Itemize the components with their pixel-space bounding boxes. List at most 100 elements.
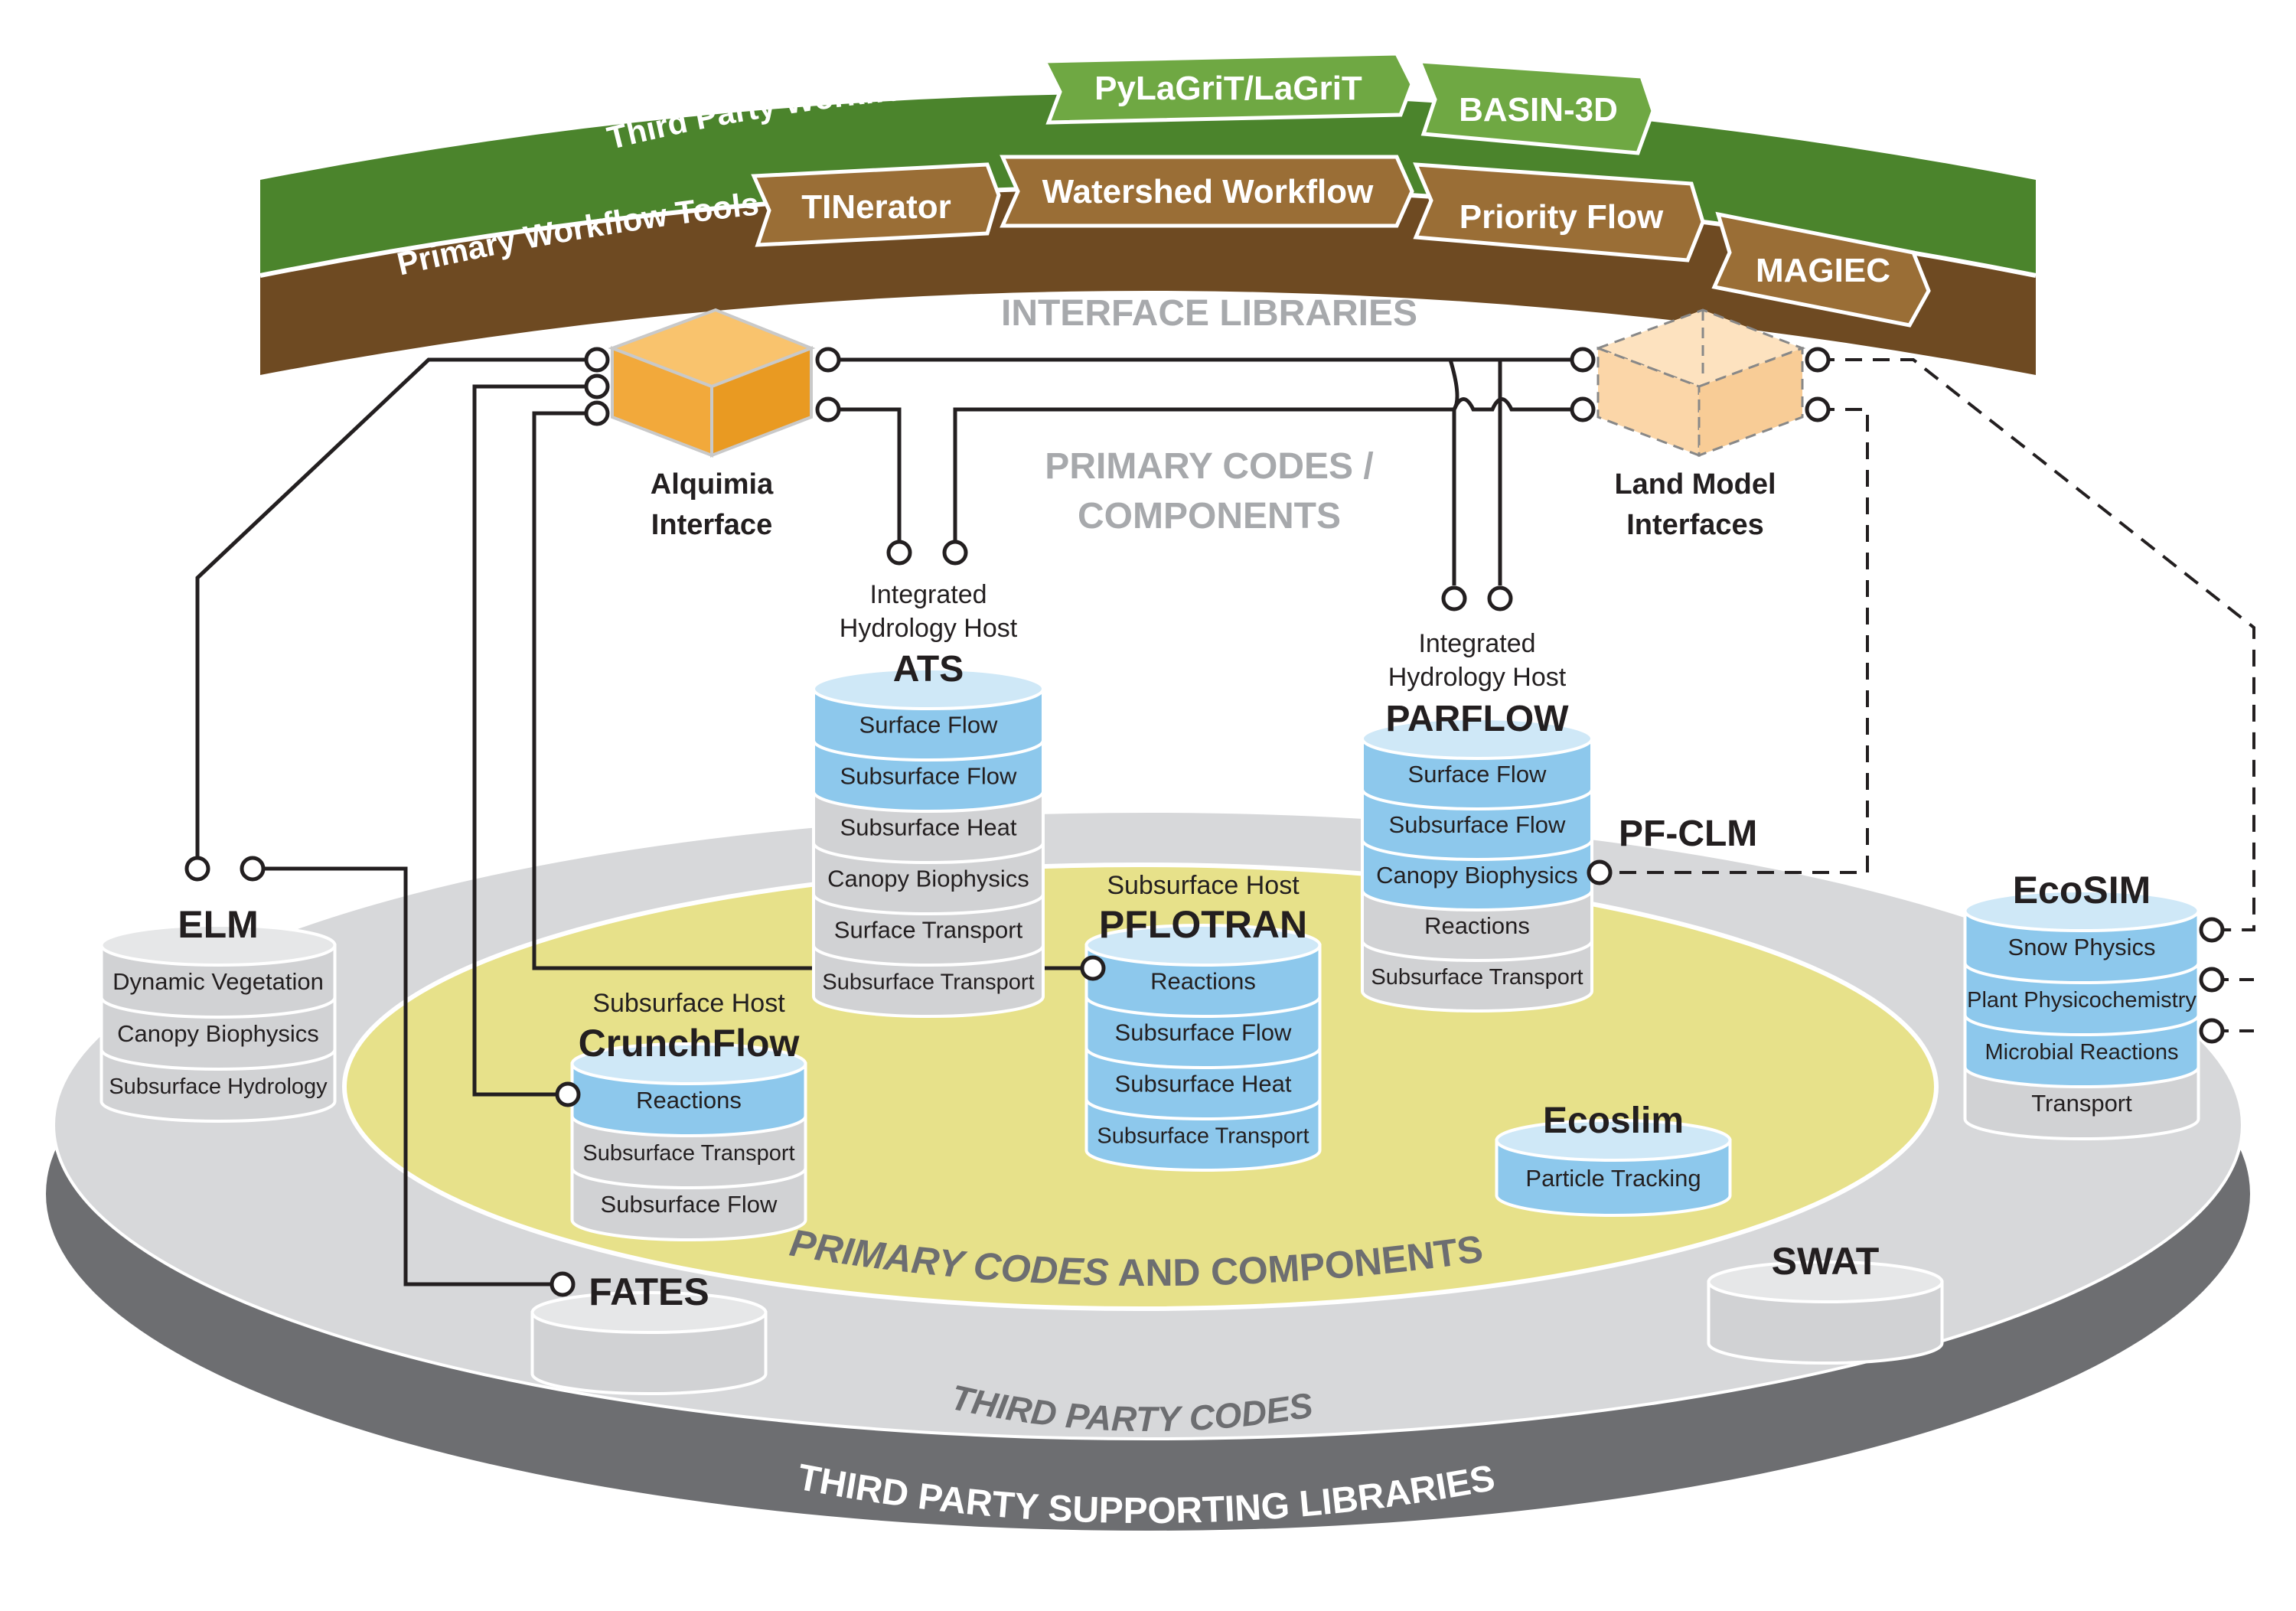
port-icon[interactable] xyxy=(1080,955,1106,981)
tool-label: MAGIEC xyxy=(1756,252,1890,289)
tool-tag-priority-flow[interactable]: Priority Flow xyxy=(1413,162,1705,263)
port-icon[interactable] xyxy=(550,1271,576,1297)
port-icon[interactable] xyxy=(1487,585,1513,611)
stack-top xyxy=(812,667,1045,710)
port-icon[interactable] xyxy=(584,347,610,373)
stack-layer-label: Snow Physics xyxy=(2008,934,2156,960)
stack-layer-label: Surface Flow xyxy=(1408,761,1548,788)
port-icon[interactable] xyxy=(1570,347,1596,373)
port-icon[interactable] xyxy=(2199,1018,2225,1044)
stack-layer-label: Microbial Reactions xyxy=(1985,1040,2178,1065)
stack-layer-label: Subsurface Transport xyxy=(1097,1124,1309,1149)
stack-top xyxy=(570,1042,807,1085)
stack-ecoslim[interactable]: Particle Tracking xyxy=(1495,1119,1732,1217)
stack-layer-label: Canopy Biophysics xyxy=(827,866,1029,892)
stack-layer-label: Canopy Biophysics xyxy=(117,1020,319,1047)
stack-layer-label: Reactions xyxy=(636,1087,742,1114)
stack-layer-label: Dynamic Vegetation xyxy=(113,968,324,995)
primary-codes-label-line1: PRIMARY CODES / xyxy=(1045,446,1373,487)
port-icon[interactable] xyxy=(555,1081,581,1107)
stack-layer xyxy=(530,1311,768,1395)
port-icon[interactable] xyxy=(1441,585,1467,611)
swat-name: SWAT xyxy=(1772,1240,1880,1283)
tool-label: PyLaGriT/LaGriT xyxy=(1094,70,1362,107)
tool-label: BASIN-3D xyxy=(1459,91,1618,129)
port-icon[interactable] xyxy=(2199,917,2225,943)
port-icon[interactable] xyxy=(942,540,968,566)
port-icon[interactable] xyxy=(1805,347,1831,373)
port-icon[interactable] xyxy=(240,856,266,882)
workflow-band: Third Party Workflow Tools Primary Workf… xyxy=(259,51,2037,375)
stack-top xyxy=(1495,1119,1732,1162)
port-icon[interactable] xyxy=(584,373,610,399)
port-icon[interactable] xyxy=(184,856,210,882)
stack-layer-label: Surface Flow xyxy=(859,712,999,739)
stack-layer-label: Subsurface Heat xyxy=(840,814,1017,841)
stack-layer-label: Subsurface Transport xyxy=(582,1141,794,1166)
port-icon[interactable] xyxy=(1805,396,1831,422)
interface-libraries-label: INTERFACE LIBRARIES xyxy=(1001,293,1417,334)
stack-layer-label: Reactions xyxy=(1424,912,1530,939)
tool-tag-pylagrit[interactable]: PyLaGriT/LaGriT xyxy=(1041,51,1414,125)
tool-tag-magiec[interactable]: MAGIEC xyxy=(1711,211,1931,328)
stack-layer-label: Subsurface Heat xyxy=(1115,1071,1292,1097)
alquimia-interface-cube[interactable] xyxy=(608,308,816,458)
parflow-role-line2: Hydrology Host xyxy=(1388,663,1567,692)
port-icon[interactable] xyxy=(2199,967,2225,993)
fates-name: FATES xyxy=(589,1270,709,1313)
tool-label: Priority Flow xyxy=(1459,198,1664,236)
stack-layer-label: Subsurface Hydrology xyxy=(109,1075,328,1099)
stack-pflotran[interactable]: Subsurface Transport Subsurface Heat Subsu… xyxy=(1084,924,1322,1172)
ats-role-line2: Hydrology Host xyxy=(840,614,1018,643)
parflow-role-line1: Integrated xyxy=(1418,629,1535,658)
crunchflow-role: Subsurface Host xyxy=(592,989,785,1018)
ecoslim-name: Ecoslim xyxy=(1543,1101,1684,1141)
stack-layer-label: Subsurface Transport xyxy=(822,970,1034,995)
pf-clm-label: PF-CLM xyxy=(1619,814,1757,854)
ats-name: ATS xyxy=(893,649,964,690)
tool-label: TINerator xyxy=(801,188,951,226)
stack-layer-label: Subsurface Flow xyxy=(601,1191,778,1218)
land-model-label-line2: Interfaces xyxy=(1626,509,1764,541)
stack-ecosim[interactable]: Transport Microbial Reactions Plant Physic… xyxy=(1963,889,2200,1140)
stack-top xyxy=(99,924,337,967)
tool-tag-watershed-workflow[interactable]: Watershed Workflow xyxy=(1000,155,1414,228)
stack-layer-label: Plant Physicochemistry xyxy=(1967,988,2197,1013)
tool-tag-basin-3d[interactable]: BASIN-3D xyxy=(1417,59,1655,155)
ats-role-line1: Integrated xyxy=(869,580,987,609)
stack-crunchflow[interactable]: Subsurface Flow Subsurface Transport React… xyxy=(570,1042,807,1241)
port-icon[interactable] xyxy=(1587,859,1613,885)
port-icon[interactable] xyxy=(1570,396,1596,422)
ecosim-name: EcoSIM xyxy=(2013,869,2151,911)
stack-layer-label: Surface Transport xyxy=(834,917,1023,944)
pflotran-role: Subsurface Host xyxy=(1107,871,1300,900)
stack-top xyxy=(530,1291,768,1334)
alquimia-label-line1: Alquimia xyxy=(651,468,774,501)
stack-ats[interactable]: Subsurface Transport Surface Transport Can… xyxy=(812,667,1045,1018)
tool-tag-tinerator[interactable]: TINerator xyxy=(751,162,1001,247)
crunchflow-name: CrunchFlow xyxy=(579,1022,800,1065)
port-icon[interactable] xyxy=(815,396,841,422)
stack-layer-label: Canopy Biophysics xyxy=(1376,862,1578,889)
port-icon[interactable] xyxy=(815,347,841,373)
parflow-name: PARFLOW xyxy=(1385,699,1569,739)
stack-layer-label: Transport xyxy=(2031,1090,2132,1117)
stack-top xyxy=(1963,889,2200,932)
stack-elm[interactable]: Subsurface Hydrology Canopy Biophysics Dyn… xyxy=(99,924,337,1123)
stack-layer-label: Particle Tracking xyxy=(1525,1165,1701,1192)
tool-label: Watershed Workflow xyxy=(1042,173,1374,210)
stack-fates[interactable] xyxy=(530,1291,768,1395)
stack-swat[interactable] xyxy=(1707,1260,1944,1365)
stack-top xyxy=(1084,924,1322,967)
connector-ports xyxy=(184,347,2225,1297)
port-icon[interactable] xyxy=(886,540,912,566)
land-model-interfaces-cube[interactable] xyxy=(1594,308,1806,458)
stack-layer-label: Subsurface Flow xyxy=(1115,1019,1292,1046)
port-icon[interactable] xyxy=(584,400,610,426)
alquimia-label-line2: Interface xyxy=(651,509,772,541)
stack-layer-label: Subsurface Flow xyxy=(1389,811,1566,838)
